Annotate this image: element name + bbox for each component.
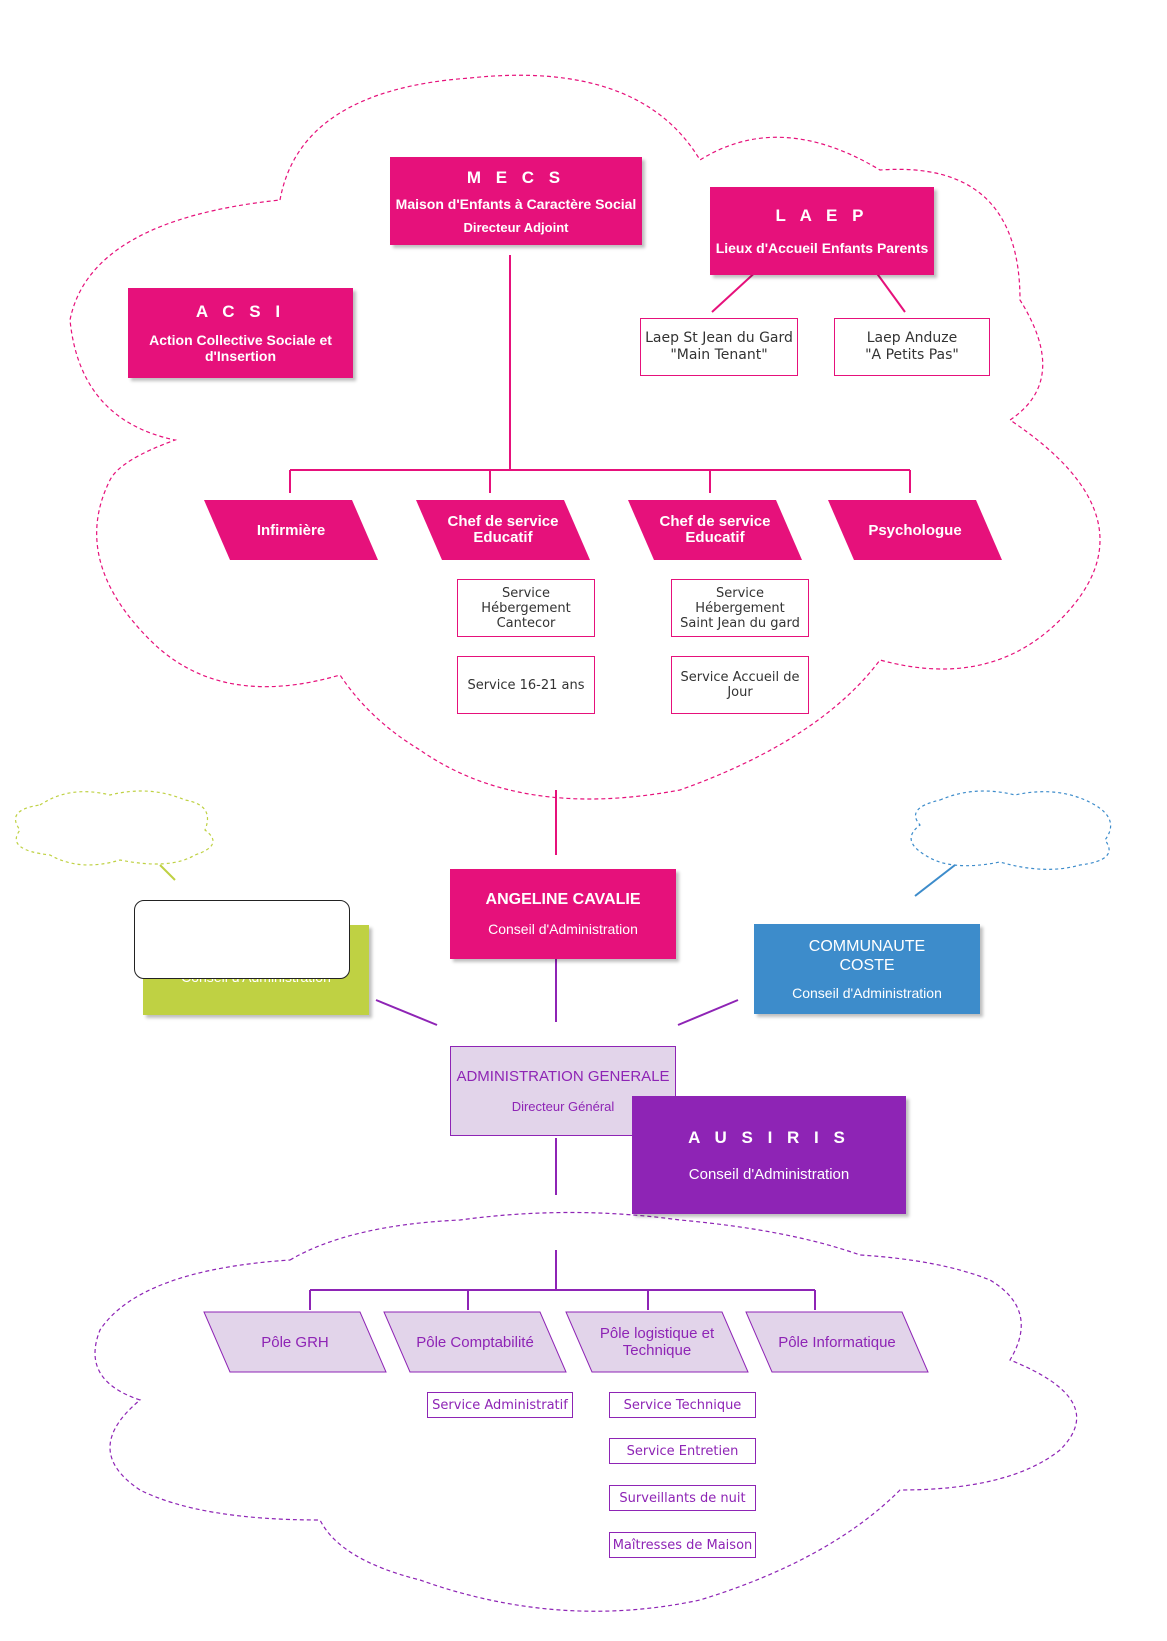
admin-name: ADMINISTRATION GENERALE — [456, 1068, 670, 1085]
ausiris-title: A U S I R I S — [688, 1127, 850, 1147]
acsi-name-line1: Action Collective Sociale et — [149, 332, 332, 348]
service-technique: Service Technique — [609, 1392, 756, 1418]
pole-logistique-line2: Technique — [622, 1342, 692, 1359]
board-right-name-line1: COMMUNAUTE — [808, 938, 926, 955]
chef-service-1-shape — [416, 500, 590, 560]
service-cantecor-line1: Service — [501, 585, 551, 601]
laep-site-st-jean-line1: Laep St Jean du Gard — [645, 330, 793, 346]
staff-psychologue: Psychologue — [842, 500, 988, 560]
staff-psychologue-label: Psychologue — [868, 521, 962, 539]
service-entretien-label: Service Entretien — [626, 1443, 739, 1459]
service-accueil-jour: Service Accueil de Jour — [671, 656, 809, 714]
infirmiere-shape — [204, 500, 378, 560]
laep-name: Lieux d'Accueil Enfants Parents — [715, 240, 929, 256]
maitresses-de-maison: Maîtresses de Maison — [609, 1532, 756, 1558]
pole-informatique-label: Pôle Informatique — [778, 1333, 896, 1351]
surveillants-de-nuit: Surveillants de nuit — [609, 1485, 756, 1511]
service-hebergement-saint-jean: Service Hébergement Saint Jean du gard — [671, 579, 809, 637]
staff-infirmiere-label: Infirmière — [256, 521, 326, 539]
board-left-name-placeholder — [134, 900, 350, 979]
staff-chef-service-2: Chef de service Educatif — [642, 500, 788, 560]
service-administratif: Service Administratif — [427, 1392, 573, 1418]
staff-chef-service-1: Chef de service Educatif — [430, 500, 576, 560]
board-ausiris: A U S I R I S Conseil d'Administration — [632, 1096, 906, 1214]
service-entretien: Service Entretien — [609, 1438, 756, 1464]
board-communaute-coste: COMMUNAUTE COSTE Conseil d'Administratio… — [754, 924, 980, 1014]
pole-comptabilite-label: Pôle Comptabilité — [416, 1333, 534, 1351]
service-saint-jean-line2: Hébergement — [695, 600, 785, 616]
board-right-name-line2: COSTE — [839, 957, 895, 974]
board-right-role: Conseil d'Administration — [792, 985, 942, 1001]
mecs-cloud-outline — [69, 74, 1101, 800]
staff-chef-service-2-line1: Chef de service — [659, 513, 771, 530]
service-saint-jean-line3: Saint Jean du gard — [680, 615, 800, 631]
pole-informatique: Pôle Informatique — [760, 1312, 914, 1372]
pole-grh-shape — [203, 1311, 387, 1373]
acsi-title: A C S I — [195, 302, 286, 321]
pole-logistique-line1: Pôle logistique et — [599, 1325, 715, 1342]
service-16-21-label: Service 16-21 ans — [467, 677, 585, 693]
mecs-role: Directeur Adjoint — [463, 219, 569, 235]
mecs-box: M E C S Maison d'Enfants à Caractère Soc… — [390, 157, 642, 245]
pole-grh: Pôle GRH — [218, 1312, 372, 1372]
pole-informatique-shape — [745, 1311, 929, 1373]
admin-role: Directeur Général — [511, 1099, 615, 1114]
staff-chef-service-1-line1: Chef de service — [447, 513, 559, 530]
pole-comptabilite: Pôle Comptabilité — [398, 1312, 552, 1372]
board-angeline-cavalie: ANGELINE CAVALIE Conseil d'Administratio… — [450, 869, 676, 959]
acsi-name-line2: d'Insertion — [205, 348, 276, 364]
green-cloud-outline — [15, 790, 214, 866]
board-center-role: Conseil d'Administration — [488, 921, 638, 937]
service-technique-label: Service Technique — [623, 1397, 742, 1413]
poles-cloud-outline — [94, 1211, 1078, 1612]
board-center-name: ANGELINE CAVALIE — [485, 891, 641, 908]
laep-site-anduze-line1: Laep Anduze — [866, 330, 958, 346]
mecs-name: Maison d'Enfants à Caractère Social — [395, 195, 637, 212]
laep-site-anduze: Laep Anduze "A Petits Pas" — [834, 318, 990, 376]
acsi-box: A C S I Action Collective Sociale et d'I… — [128, 288, 353, 378]
laep-title: L A E P — [775, 206, 869, 225]
pole-logistique-shape — [565, 1311, 749, 1373]
service-accueil-jour-line1: Service Accueil de — [680, 670, 800, 685]
laep-box: L A E P Lieux d'Accueil Enfants Parents — [710, 187, 934, 275]
surveillants-de-nuit-label: Surveillants de nuit — [619, 1490, 746, 1506]
pole-logistique: Pôle logistique et Technique — [580, 1312, 734, 1372]
chef-service-2-shape — [628, 500, 802, 560]
pole-grh-label: Pôle GRH — [261, 1333, 329, 1351]
maitresses-de-maison-label: Maîtresses de Maison — [612, 1537, 753, 1553]
blue-cloud-outline — [910, 790, 1112, 870]
service-administratif-label: Service Administratif — [432, 1397, 568, 1413]
laep-site-anduze-line2: "A Petits Pas" — [865, 347, 959, 363]
service-cantecor-line3: Cantecor — [496, 615, 556, 631]
ausiris-role: Conseil d'Administration — [688, 1165, 850, 1183]
service-saint-jean-line1: Service — [715, 585, 765, 601]
service-cantecor-line2: Hébergement — [481, 600, 571, 616]
psychologue-shape — [828, 500, 1002, 560]
pole-comptabilite-shape — [383, 1311, 567, 1373]
service-accueil-jour-line2: Jour — [727, 685, 753, 700]
service-16-21: Service 16-21 ans — [457, 656, 595, 714]
service-hebergement-cantecor: Service Hébergement Cantecor — [457, 579, 595, 637]
laep-site-st-jean-line2: "Main Tenant" — [670, 347, 768, 363]
staff-infirmiere: Infirmière — [218, 500, 364, 560]
mecs-title: M E C S — [466, 167, 566, 187]
staff-chef-service-2-line2: Educatif — [685, 529, 745, 546]
staff-chef-service-1-line2: Educatif — [473, 529, 533, 546]
laep-site-st-jean: Laep St Jean du Gard "Main Tenant" — [640, 318, 798, 376]
